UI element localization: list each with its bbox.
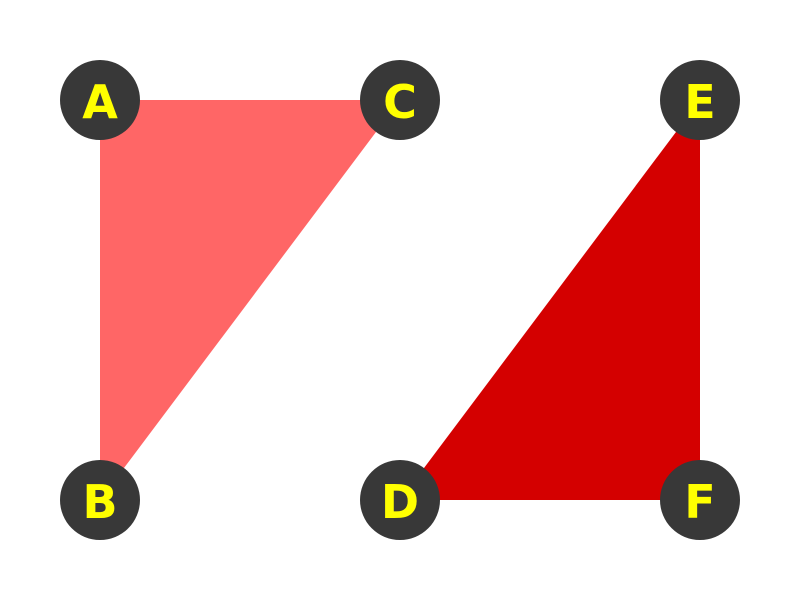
vertex-c-label: C [383,75,417,129]
vertex-d: D [360,460,440,540]
vertex-e: E [660,60,740,140]
triangle-def [400,100,700,500]
vertex-a-label: A [82,75,118,129]
vertex-f: F [660,460,740,540]
vertex-c-circle [360,60,440,140]
vertex-d-label: D [381,475,419,529]
vertex-a: A [60,60,140,140]
vertex-b-circle [60,460,140,540]
vertex-e-circle [660,60,740,140]
vertex-a-circle [60,60,140,140]
vertex-b-label: B [82,475,117,529]
triangle-abc [100,100,400,500]
vertex-f-circle [660,460,740,540]
vertex-b: B [60,460,140,540]
vertex-c: C [360,60,440,140]
vertex-d-circle [360,460,440,540]
vertex-f-label: F [684,475,715,529]
vertex-e-label: E [684,75,715,129]
